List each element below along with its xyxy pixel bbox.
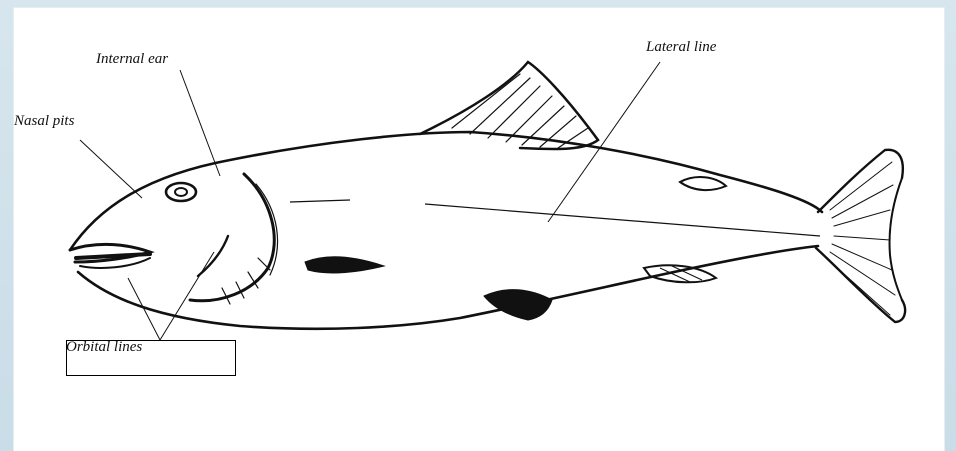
leader-nasal-pits — [80, 140, 142, 198]
label-lateral-line: Lateral line — [646, 40, 716, 55]
pelvic-fin — [484, 290, 552, 320]
leader-orbital-lines-left — [128, 278, 160, 340]
anal-fin — [644, 265, 716, 282]
pectoral-fin — [305, 257, 384, 273]
label-nasal-pits: Nasal pits — [14, 114, 74, 129]
lateral-line-mark — [290, 200, 820, 236]
label-internal-ear: Internal ear — [96, 52, 168, 67]
leader-internal-ear — [180, 70, 220, 176]
fish-head — [70, 174, 278, 304]
leader-orbital-lines-right — [160, 252, 214, 340]
leader-lines — [80, 62, 660, 340]
label-orbital-lines: Orbital lines — [66, 340, 142, 355]
adipose-fin — [680, 177, 726, 190]
